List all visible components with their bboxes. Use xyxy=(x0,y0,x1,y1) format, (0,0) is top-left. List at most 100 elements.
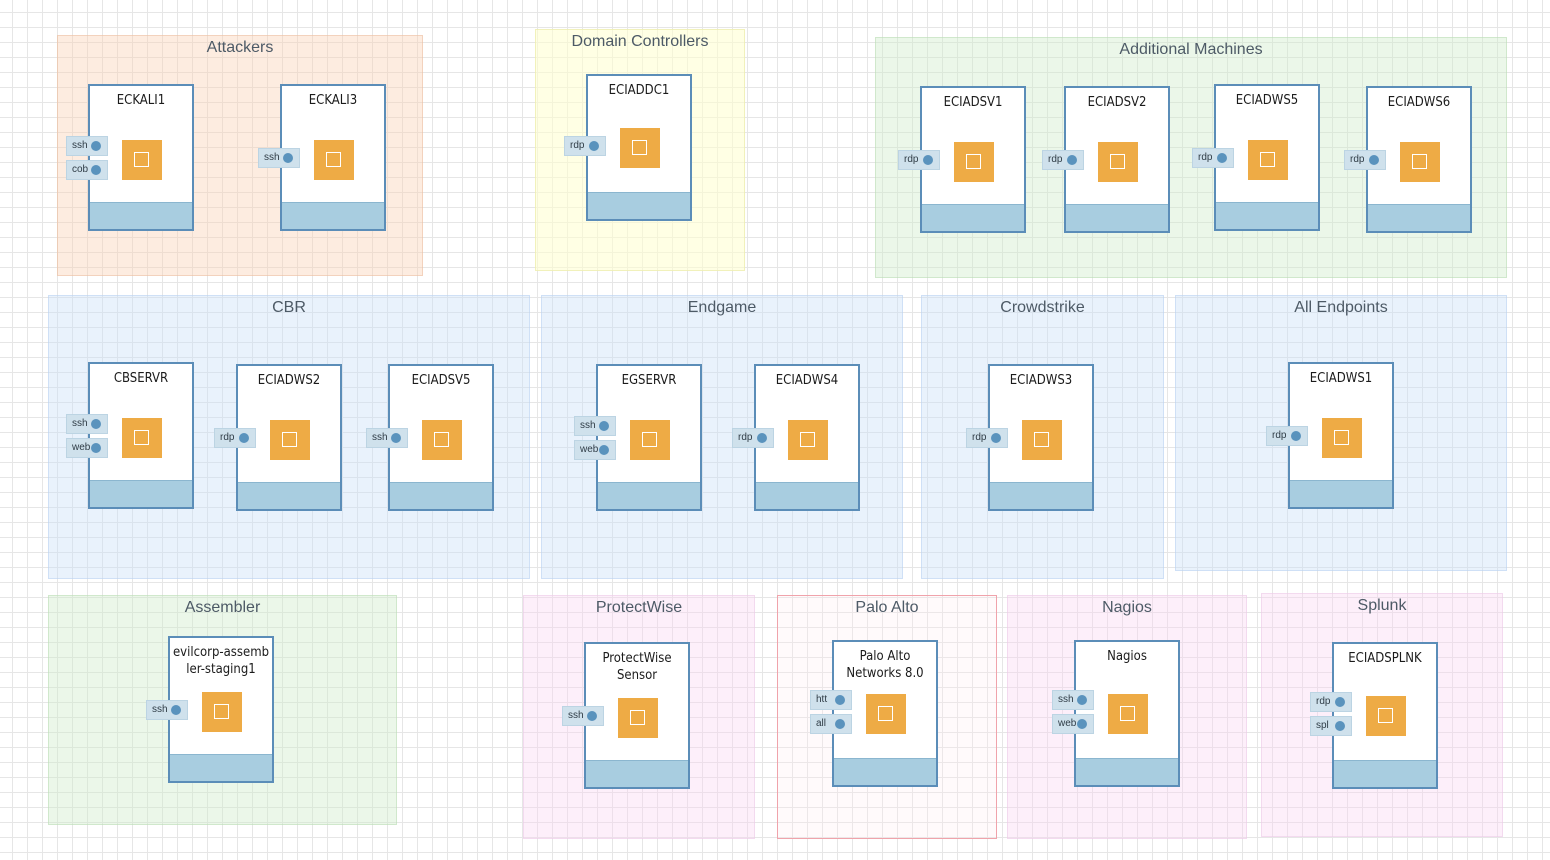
machine-footer xyxy=(756,482,858,509)
machine-node[interactable]: ECKALI1 xyxy=(88,84,194,231)
port-label: ssh xyxy=(568,710,584,721)
machine-name-line: ler-staging1 xyxy=(186,662,256,677)
machine-node[interactable]: EGSERVR xyxy=(596,364,702,511)
port-label: rdp xyxy=(220,432,235,443)
machine-name: ECIADDC1 xyxy=(608,83,670,98)
machine-footer xyxy=(598,482,700,509)
port-rdp[interactable]: rdp xyxy=(564,136,606,156)
machine-name-line: Networks 8.0 xyxy=(846,666,924,681)
port-dot-icon xyxy=(283,153,293,163)
machine-name-line: Palo Alto xyxy=(859,649,911,664)
machine-footer xyxy=(238,482,340,509)
server-icon xyxy=(866,694,906,734)
machine-name: ECIADWS2 xyxy=(257,373,321,388)
machine-footer xyxy=(586,760,688,787)
group-title: Additional Machines xyxy=(1119,41,1263,58)
group-title: Nagios xyxy=(1102,599,1152,616)
port-spl[interactable]: spl xyxy=(1310,716,1352,736)
group-title: Crowdstrike xyxy=(1000,299,1085,316)
port-label: ssh xyxy=(72,140,88,151)
port-ssh[interactable]: ssh xyxy=(66,136,108,156)
port-rdp[interactable]: rdp xyxy=(1344,150,1386,170)
port-dot-icon xyxy=(1217,153,1227,163)
port-ssh[interactable]: ssh xyxy=(66,414,108,434)
machine-footer xyxy=(390,482,492,509)
port-label: ssh xyxy=(372,432,388,443)
port-ssh[interactable]: ssh xyxy=(562,706,604,726)
port-label: cob xyxy=(72,164,89,175)
port-web[interactable]: web xyxy=(574,440,616,460)
machine-footer xyxy=(1290,480,1392,507)
group-title: Endgame xyxy=(687,299,757,316)
port-dot-icon xyxy=(835,695,845,705)
port-rdp[interactable]: rdp xyxy=(214,428,256,448)
group-title: All Endpoints xyxy=(1294,299,1388,316)
port-ssh[interactable]: ssh xyxy=(1052,690,1094,710)
port-label: web xyxy=(72,442,91,453)
port-dot-icon xyxy=(757,433,767,443)
server-icon xyxy=(1322,418,1362,458)
port-label: ssh xyxy=(152,704,168,715)
port-htt[interactable]: htt xyxy=(810,690,852,710)
machine-node[interactable]: ECIADWS1 xyxy=(1288,362,1394,509)
machine-name: ECIADWS6 xyxy=(1387,95,1451,110)
port-ssh[interactable]: ssh xyxy=(366,428,408,448)
server-icon xyxy=(1022,420,1062,460)
machine-node[interactable]: CBSERVR xyxy=(88,362,194,509)
port-all[interactable]: all xyxy=(810,714,852,734)
port-ssh[interactable]: ssh xyxy=(146,700,188,720)
machine-name: ECIADSV5 xyxy=(411,373,471,388)
machine-name: ECIADWS3 xyxy=(1009,373,1073,388)
machine-name: ECIADSV2 xyxy=(1087,95,1147,110)
machine-name-line: ProtectWise xyxy=(602,651,672,666)
port-rdp[interactable]: rdp xyxy=(1310,692,1352,712)
server-icon xyxy=(122,418,162,458)
port-ssh[interactable]: ssh xyxy=(258,148,300,168)
machine-node[interactable]: Nagios xyxy=(1074,640,1180,787)
port-rdp[interactable]: rdp xyxy=(1266,426,1308,446)
port-rdp[interactable]: rdp xyxy=(1042,150,1084,170)
port-rdp[interactable]: rdp xyxy=(732,428,774,448)
server-icon xyxy=(1366,696,1406,736)
port-label: rdp xyxy=(738,432,753,443)
server-icon xyxy=(422,420,462,460)
server-icon xyxy=(270,420,310,460)
port-web[interactable]: web xyxy=(66,438,108,458)
port-cob[interactable]: cob xyxy=(66,160,108,180)
port-dot-icon xyxy=(923,155,933,165)
port-dot-icon xyxy=(1369,155,1379,165)
machine-name: ECIADWS1 xyxy=(1309,371,1373,386)
port-label: htt xyxy=(816,694,828,705)
port-web[interactable]: web xyxy=(1052,714,1094,734)
machine-footer xyxy=(1066,204,1168,231)
machine-node[interactable]: ECIADSPLNK xyxy=(1332,642,1438,789)
port-dot-icon xyxy=(91,141,101,151)
machine-footer xyxy=(170,754,272,781)
port-rdp[interactable]: rdp xyxy=(1192,148,1234,168)
machine-name: ECKALI1 xyxy=(116,93,166,108)
port-dot-icon xyxy=(91,443,101,453)
port-dot-icon xyxy=(239,433,249,443)
port-dot-icon xyxy=(91,419,101,429)
port-ssh[interactable]: ssh xyxy=(574,416,616,436)
machine-name-line: Sensor xyxy=(616,668,658,683)
port-rdp[interactable]: rdp xyxy=(898,150,940,170)
port-label: ssh xyxy=(264,152,280,163)
port-label: ssh xyxy=(580,420,596,431)
port-label: spl xyxy=(1316,720,1329,731)
port-label: all xyxy=(816,718,827,729)
server-icon xyxy=(1248,140,1288,180)
machine-footer xyxy=(90,202,192,229)
port-dot-icon xyxy=(91,165,101,175)
port-rdp[interactable]: rdp xyxy=(966,428,1008,448)
machine-name: ECIADSV1 xyxy=(943,95,1003,110)
port-label: rdp xyxy=(972,432,987,443)
server-icon xyxy=(954,142,994,182)
server-icon xyxy=(1098,142,1138,182)
port-dot-icon xyxy=(1067,155,1077,165)
machine-footer xyxy=(1076,758,1178,785)
